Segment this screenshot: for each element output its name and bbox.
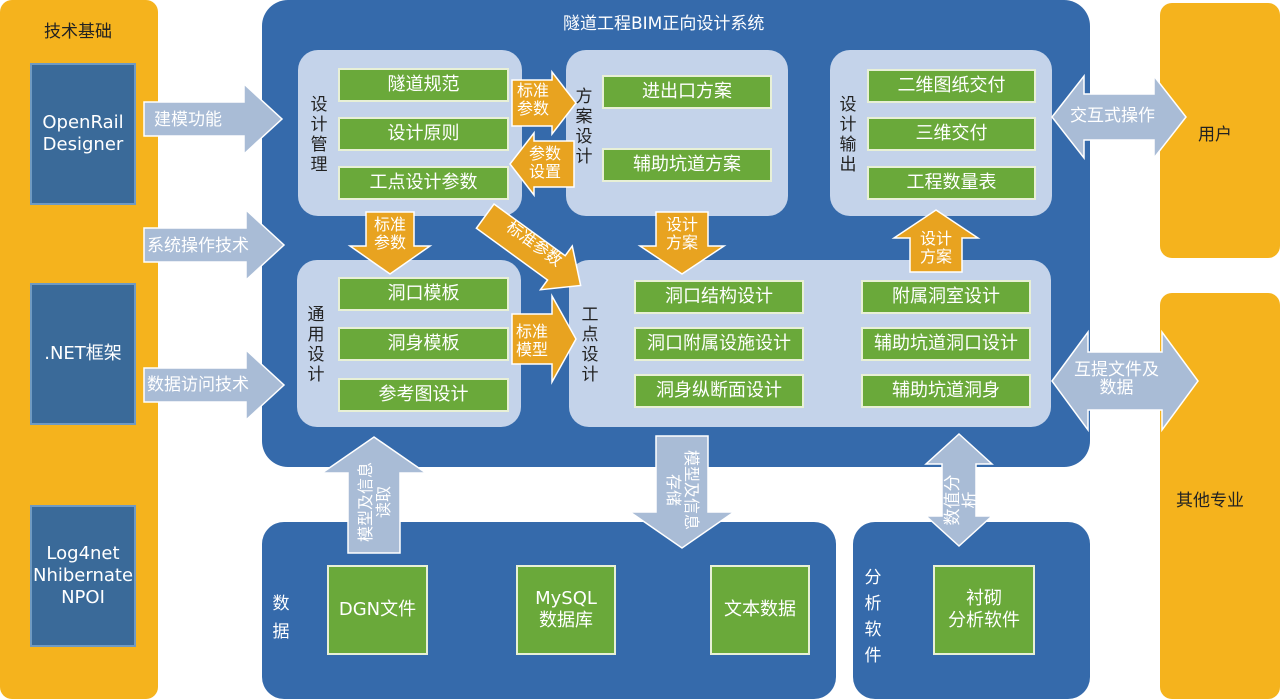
analysis-lining: 衬砌 分析软件 <box>933 565 1035 655</box>
scheme-design-label: 方 案 设 计 <box>575 87 593 167</box>
arrow-model-store <box>627 435 737 549</box>
arrow-std-param-right-label: 标准 参数 <box>517 81 550 118</box>
general-design-label: 通 用 设 计 <box>307 305 325 385</box>
arrow-data-access <box>143 348 286 422</box>
analysis-label: 分 析 软 件 <box>864 568 882 666</box>
item-2d-drawings: 二维图纸交付 <box>867 69 1036 103</box>
arrow-std-param-right <box>511 69 577 137</box>
item-design-principle: 设计原则 <box>338 117 509 151</box>
item-aux-body: 辅助坑道洞身 <box>861 374 1031 408</box>
arrow-model-read <box>319 436 429 554</box>
site-design-label: 工 点 设 计 <box>581 305 599 385</box>
tech-libraries: Log4net Nhibernate NPOI <box>30 505 136 647</box>
arrow-exchange-label: 互提文件及 数据 <box>1074 360 1159 398</box>
arrow-std-model-right <box>511 293 577 385</box>
item-entrance-scheme: 进出口方案 <box>602 75 772 109</box>
item-tunnel-code: 隧道规范 <box>338 68 509 102</box>
arrow-numeric-label: 数值分析 <box>943 474 981 526</box>
arrow-design-scheme-down <box>637 211 727 275</box>
design-output-label: 设 计 输 出 <box>839 95 857 175</box>
arrow-std-param-down-label: 标准 参数 <box>374 215 407 252</box>
data-label: 数 据 <box>272 594 290 642</box>
arrow-modeling <box>143 82 284 156</box>
item-portal-template: 洞口模板 <box>338 277 509 311</box>
design-management-label: 设 计 管 理 <box>310 95 328 175</box>
user-panel <box>1160 3 1280 258</box>
tech-openrail: OpenRail Designer <box>30 63 136 205</box>
item-aux-portal: 辅助坑道洞口设计 <box>861 327 1031 361</box>
arrow-numeric <box>924 432 994 548</box>
arrow-sys-op-label: 系统操作技术 <box>147 236 249 256</box>
item-3d-delivery: 三维交付 <box>867 117 1036 151</box>
arrow-model-read-label: 模型及信息 读取 <box>356 462 393 543</box>
user-label: 用户 <box>1198 125 1232 145</box>
item-aux-tunnel-scheme: 辅助坑道方案 <box>602 148 772 182</box>
arrow-model-store-label: 模型及信息 存储 <box>664 449 701 530</box>
arrow-interactive <box>1051 73 1187 161</box>
arrow-exchange <box>1051 329 1199 433</box>
item-quantity-table: 工程数量表 <box>867 166 1036 200</box>
arrow-modeling-label: 建模功能 <box>154 110 222 130</box>
item-body-template: 洞身模板 <box>338 327 509 361</box>
item-portal-structure: 洞口结构设计 <box>634 280 804 314</box>
item-portal-facilities: 洞口附属设施设计 <box>634 327 804 361</box>
item-aux-chamber: 附属洞室设计 <box>861 280 1031 314</box>
arrow-design-scheme-down-label: 设计 方案 <box>666 215 699 252</box>
arrow-std-param-diagonal <box>475 202 582 291</box>
arrow-param-set-left <box>509 130 575 198</box>
arrow-interactive-label: 交互式操作 <box>1070 106 1155 126</box>
arrow-sys-op <box>143 208 286 282</box>
arrow-design-scheme-up-label: 设计 方案 <box>920 229 953 266</box>
arrow-design-scheme-up <box>891 209 981 273</box>
data-mysql: MySQL 数据库 <box>516 565 616 655</box>
item-site-params: 工点设计参数 <box>338 166 509 200</box>
other-discipline-label: 其他专业 <box>1176 491 1244 511</box>
item-reference-drawing: 参考图设计 <box>338 378 509 412</box>
arrow-param-set-label: 参数 设置 <box>529 144 562 181</box>
tech-foundation-title: 技术基础 <box>44 22 112 42</box>
arrow-data-access-label: 数据访问技术 <box>147 375 249 395</box>
arrow-std-model-label: 标准 模型 <box>516 322 549 359</box>
data-dgn: DGN文件 <box>327 565 428 655</box>
arrow-std-param-down <box>347 211 433 275</box>
system-title: 隧道工程BIM正向设计系统 <box>563 14 765 34</box>
data-text: 文本数据 <box>710 565 810 655</box>
item-body-profile: 洞身纵断面设计 <box>634 374 804 408</box>
tech-dotnet: .NET框架 <box>30 283 136 425</box>
